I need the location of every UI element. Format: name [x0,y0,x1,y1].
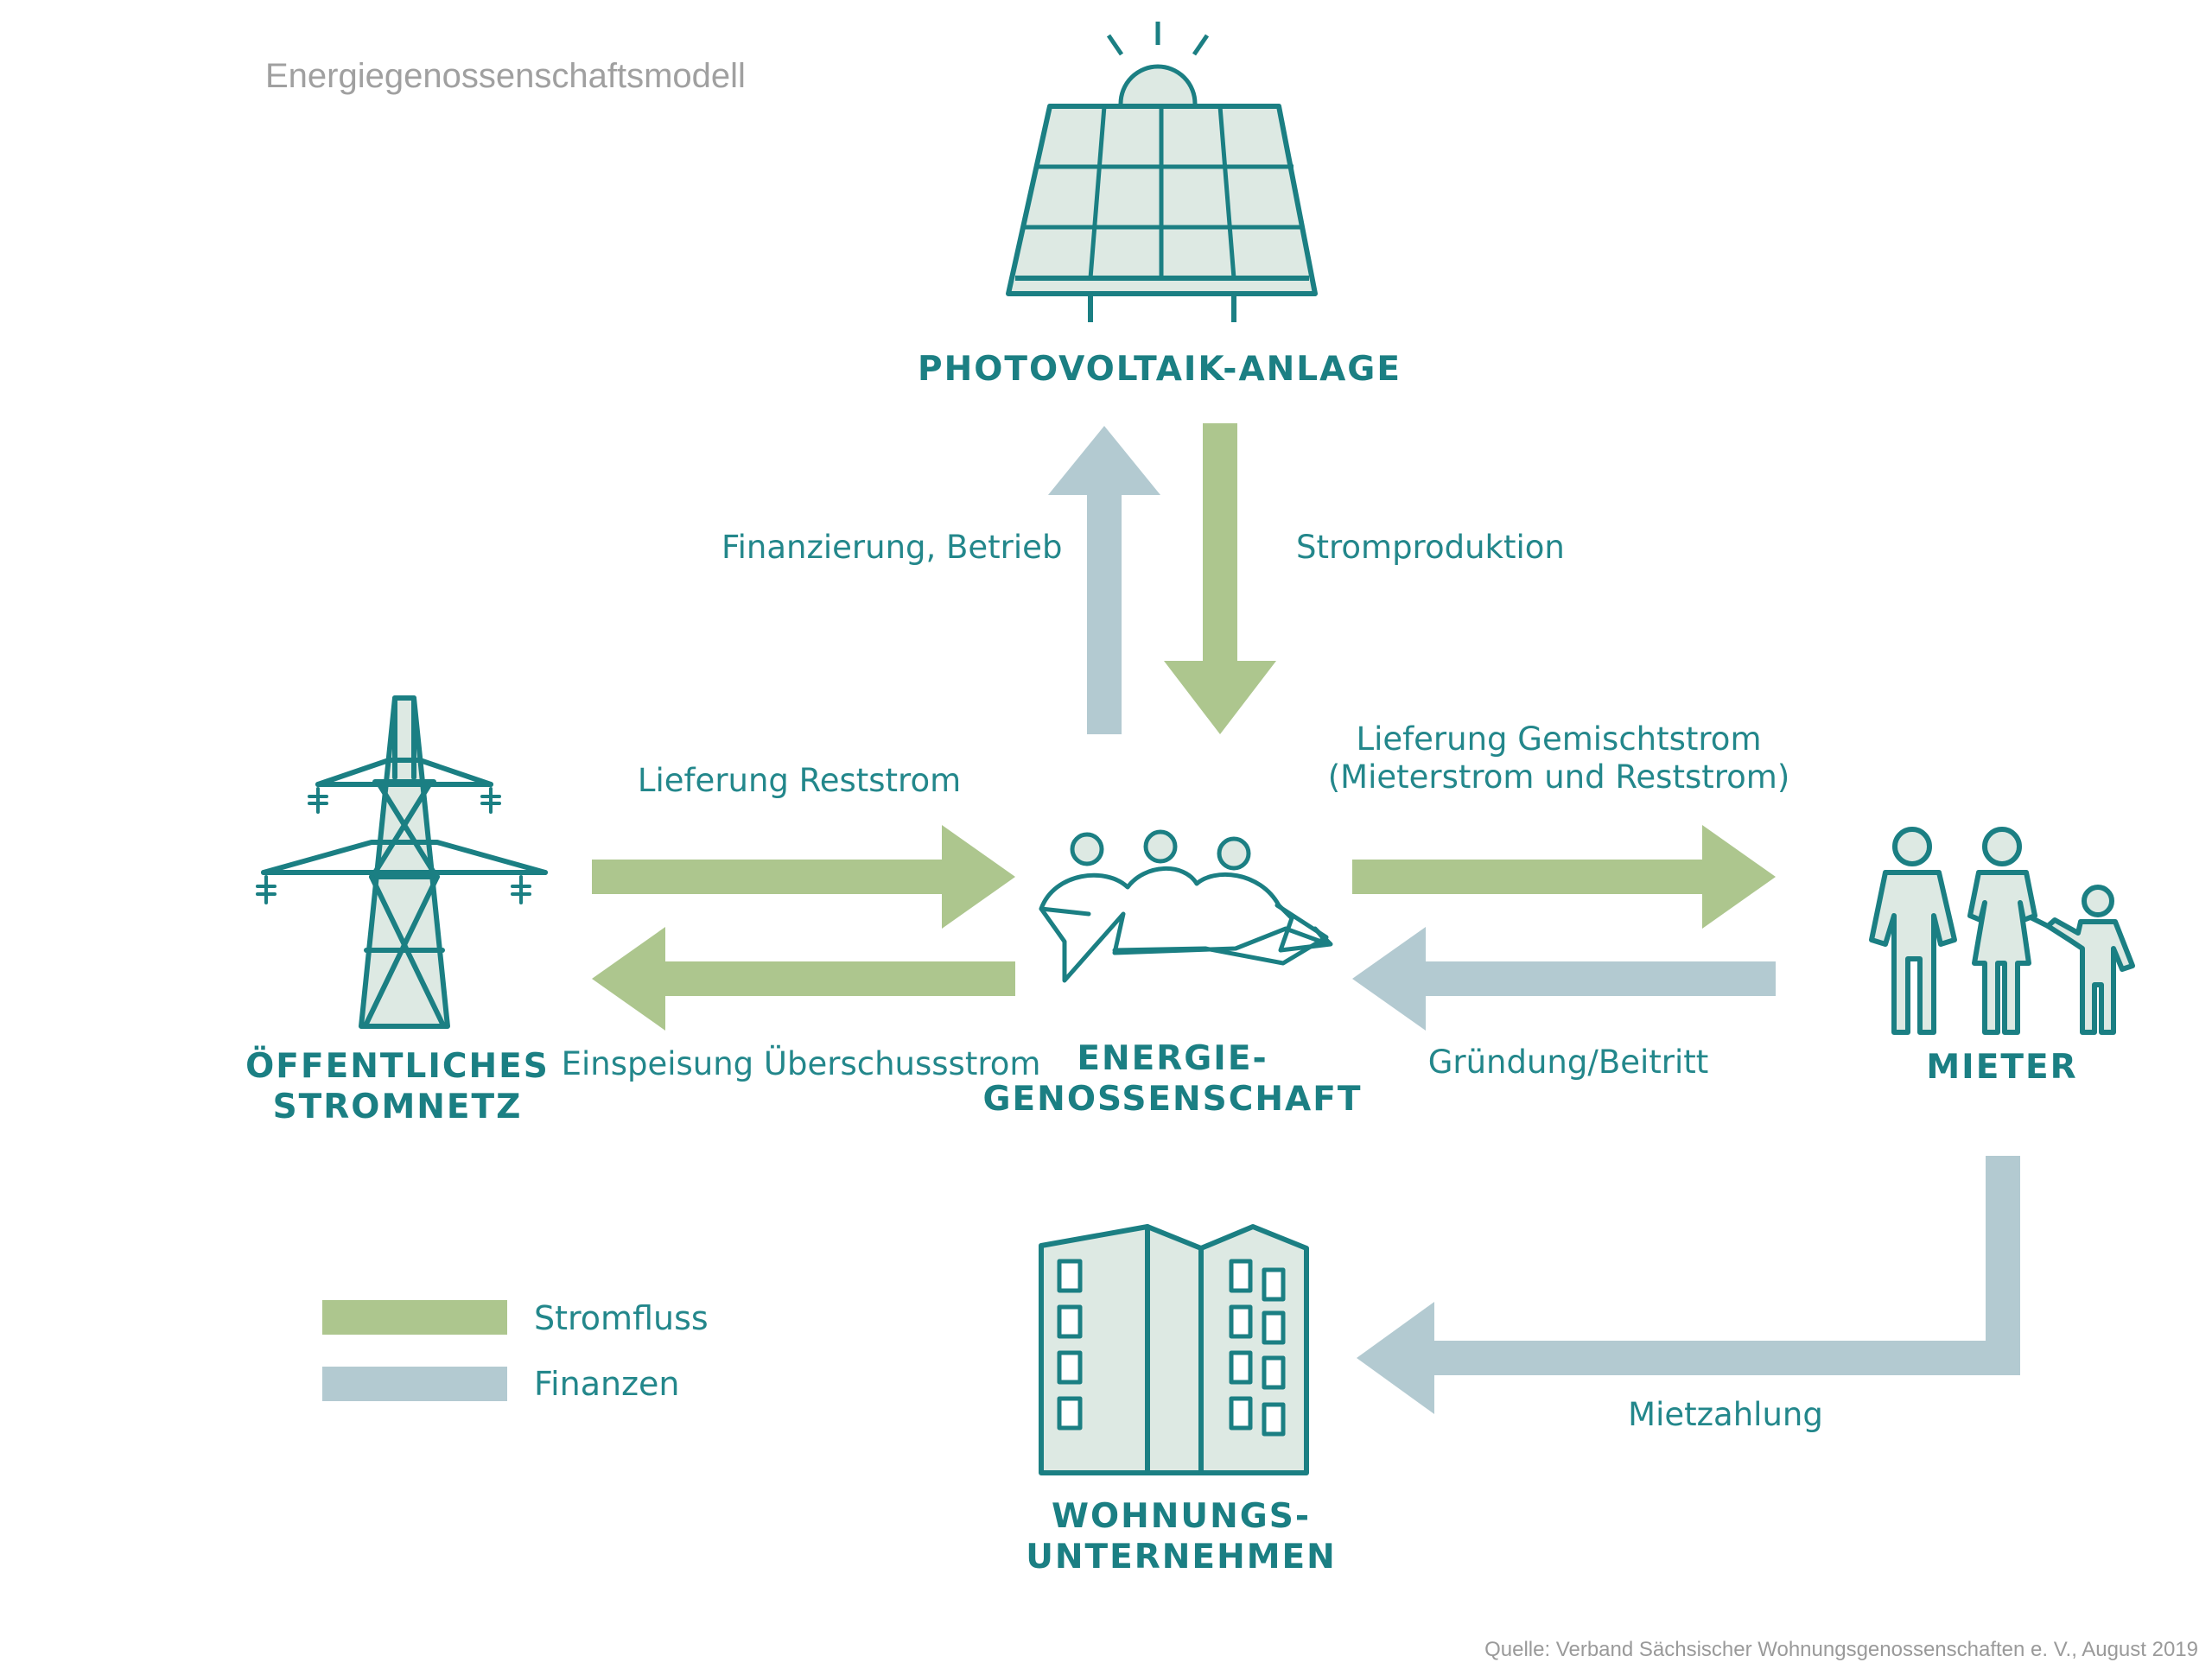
flow-label-mixed: Lieferung Gemischtstrom (Mieterstrom und… [1328,720,1790,797]
node-label-photovoltaik: PHOTOVOLTAIK-ANLAGE [918,350,1402,390]
flow-label-mixed-line2: (Mieterstrom und Reststrom) [1327,758,1790,796]
cooperative-group-icon [1039,829,1333,983]
rent-arrow [1357,1156,2020,1414]
flow-label-production: Stromproduktion [1296,529,1565,566]
node-label-wohnungsunternehmen: WOHNUNGS- UNTERNEHMEN [1026,1497,1337,1578]
node-label-energiegenossenschaft: ENERGIE- GENOSSENSCHAFT [983,1039,1363,1120]
node-label-wohnungsunternehmen-line2: UNTERNEHMEN [1026,1537,1337,1577]
diagram-title: Energiegenossenschaftsmodell [265,57,746,95]
legend-label-finanzen: Finanzen [534,1365,680,1403]
node-label-energiegenossenschaft-line1: ENERGIE- [1077,1039,1268,1078]
legend-swatch-stromfluss [322,1300,507,1335]
legend-swatch-finanzen [322,1367,507,1401]
flow-label-mixed-line1: Lieferung Gemischtstrom [1356,720,1762,758]
solar-panel-icon [1006,104,1318,322]
flow-label-financing: Finanzierung, Betrieb [721,529,1063,566]
node-label-stromnetz: ÖFFENTLICHES STROMNETZ [245,1047,550,1128]
sun-icon [1106,22,1210,105]
power-pylon-icon [256,695,548,1029]
source-note: Quelle: Verband Sächsischer Wohnungsgeno… [1484,1638,2198,1661]
founding-arrow [1352,927,1776,1031]
financing-arrow [1048,426,1160,734]
flow-label-founding: Gründung/Beitritt [1427,1044,1709,1081]
node-label-energiegenossenschaft-line2: GENOSSENSCHAFT [982,1079,1363,1119]
flow-label-residual: Lieferung Reststrom [637,762,962,799]
legend-label-stromfluss: Stromfluss [534,1299,709,1337]
node-label-mieter-text: MIETER [1926,1048,2078,1087]
feed-in-arrow [592,927,1015,1031]
node-label-photovoltaik-text: PHOTOVOLTAIK-ANLAGE [918,350,1402,389]
flow-label-feed-in: Einspeisung Überschussstrom [561,1045,1041,1082]
production-arrow [1164,423,1276,734]
node-label-wohnungsunternehmen-line1: WOHNUNGS- [1051,1497,1312,1536]
family-icon [1869,827,2135,1035]
node-label-stromnetz-line2: STROMNETZ [272,1087,523,1126]
residual-supply-arrow [592,825,1015,929]
node-label-stromnetz-line1: ÖFFENTLICHES [245,1047,550,1086]
building-icon [1039,1224,1309,1475]
mixed-supply-arrow [1352,825,1776,929]
flow-label-rent: Mietzahlung [1628,1396,1823,1433]
node-label-mieter: MIETER [1926,1048,2077,1088]
